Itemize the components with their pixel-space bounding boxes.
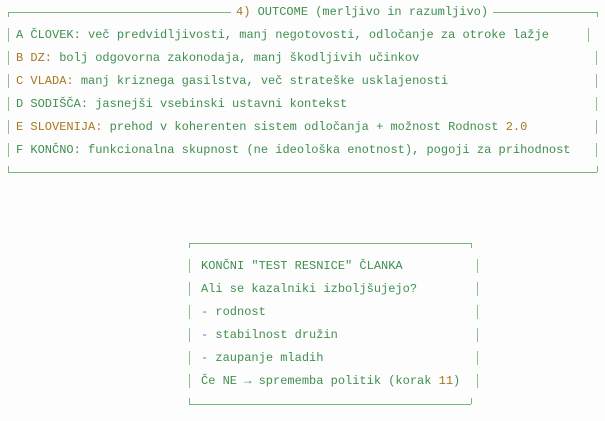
test-footer: Če NE → sprememba politik (korak 11) (201, 373, 460, 389)
box-side-border (189, 328, 190, 342)
corner (189, 398, 190, 404)
box-side-border (596, 120, 597, 134)
test-box-top-border (189, 243, 471, 244)
text-segment: VLADA: (30, 74, 74, 88)
text-segment: več predvidljivosti, manj negotovosti, o… (80, 28, 549, 42)
box-side-border (596, 74, 597, 88)
box-side-border (588, 28, 589, 42)
box-side-border (189, 374, 190, 388)
text-segment: D (16, 97, 24, 111)
text-segment: A (16, 28, 24, 42)
text-segment: SLOVENIJA: (30, 120, 103, 134)
box-side-border (189, 282, 190, 296)
text-segment: 2.0 (505, 120, 528, 134)
text-segment: prehod v koherenten sistem odločanja + m… (102, 120, 506, 134)
test-box-bottom-border (189, 404, 471, 405)
text-segment: stabilnost družin (215, 328, 338, 342)
box-side-border (596, 97, 597, 111)
text-segment: Če NE → sprememba politik (korak (201, 374, 439, 388)
box-side-border (8, 143, 9, 157)
box-side-border (189, 305, 190, 319)
outcome-row-a: A ČLOVEK: več predvidljivosti, manj nego… (16, 27, 549, 43)
title-text: OUTCOME (merljivo in razumljivo) (257, 5, 489, 19)
test-question: Ali se kazalniki izboljšujejo? (201, 282, 418, 296)
box-side-border (596, 51, 597, 65)
box-side-border (8, 97, 9, 111)
corner (471, 243, 472, 248)
test-heading: KONČNI "TEST RESNICE" ČLANKA (201, 259, 403, 273)
text-segment: zaupanje mladih (215, 351, 324, 365)
box-side-border (477, 328, 478, 342)
text-segment: jasnejši vsebinski ustavni kontekst (88, 97, 348, 111)
text-segment: SODIŠČA: (30, 97, 89, 111)
corner (471, 398, 472, 404)
text-segment: rodnost (215, 305, 266, 319)
box-side-border (477, 259, 478, 273)
text-segment: manj kriznega gasilstva, več strateške u… (73, 74, 449, 88)
box-side-border (8, 120, 9, 134)
list-item: - rodnost (201, 304, 266, 320)
box-side-border (189, 259, 190, 273)
box-side-border (477, 282, 478, 296)
box-side-border (477, 351, 478, 365)
box-side-border (596, 143, 597, 157)
text-segment: ) (453, 374, 461, 388)
corner (597, 166, 598, 172)
text-segment: ČLOVEK: (30, 28, 81, 42)
corner (8, 12, 9, 17)
outcome-row-f: F KONČNO: funkcionalna skupnost (ne ideo… (16, 142, 571, 158)
outcome-row-e: E SLOVENIJA: prehod v koherenten sistem … (16, 119, 527, 135)
text-segment: funkcionalna skupnost (ne ideološka enot… (80, 143, 571, 157)
box-side-border (189, 351, 190, 365)
text-segment: KONČNO: (30, 143, 81, 157)
box-side-border (8, 51, 9, 65)
list-item: - zaupanje mladih (201, 350, 323, 366)
outcome-row-d: D SODIŠČA: jasnejši vsebinski ustavni ko… (16, 96, 347, 112)
outcome-box-bottom-border (8, 172, 597, 173)
title-number: 4) (236, 5, 251, 19)
text-segment: bolj odgovorna zakonodaja, manj škodljiv… (52, 51, 420, 65)
box-side-border (477, 305, 478, 319)
outcome-box-title: 4) OUTCOME (merljivo in razumljivo) (231, 4, 494, 20)
corner (597, 12, 598, 17)
text-segment: C (16, 74, 24, 88)
corner (8, 166, 9, 172)
box-side-border (477, 374, 478, 388)
bullet-dash-icon: - (201, 305, 209, 319)
text-segment: B (16, 51, 24, 65)
box-side-border (8, 74, 9, 88)
outcome-row-c: C VLADA: manj kriznega gasilstva, več st… (16, 73, 448, 89)
text-segment: F (16, 143, 24, 157)
text-segment: 11 (438, 374, 454, 388)
bullet-dash-icon: - (201, 328, 209, 342)
box-side-border (8, 28, 9, 42)
corner (189, 243, 190, 248)
text-segment: E (16, 120, 24, 134)
bullet-dash-icon: - (201, 351, 209, 365)
text-segment: DZ: (30, 51, 53, 65)
outcome-row-b: B DZ: bolj odgovorna zakonodaja, manj šk… (16, 50, 419, 66)
list-item: - stabilnost družin (201, 327, 338, 343)
